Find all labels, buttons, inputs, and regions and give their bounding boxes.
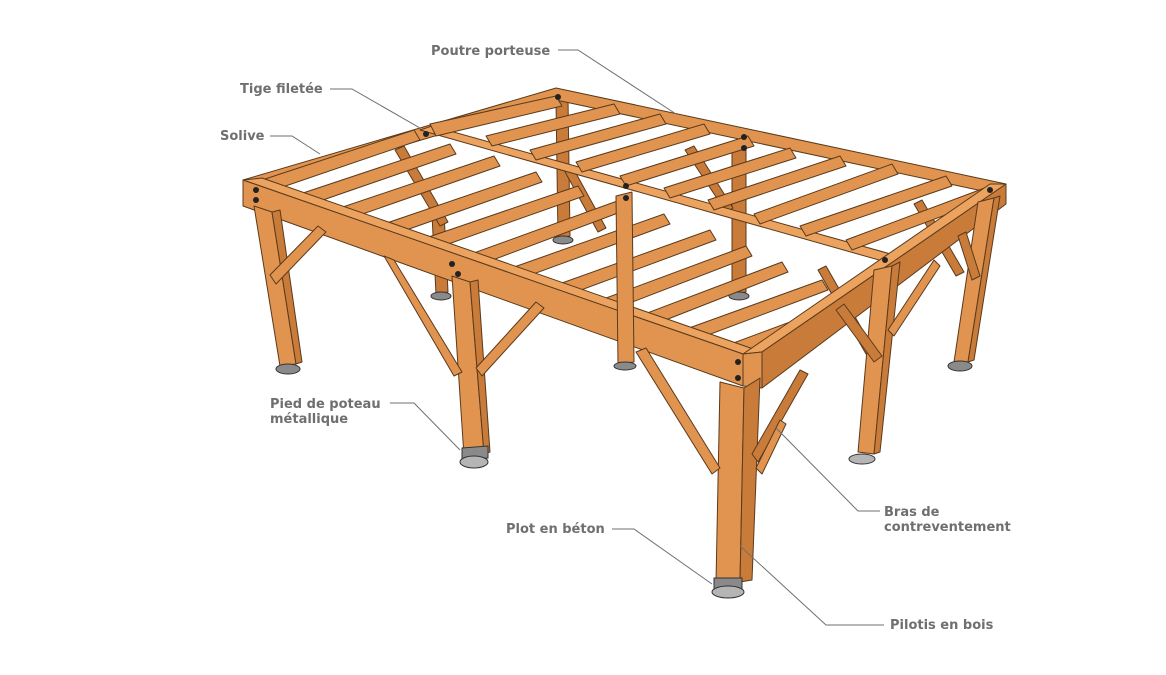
leader-pied-poteau — [390, 402, 461, 451]
brace-right-front-2 — [887, 259, 941, 337]
front-structure — [253, 191, 1001, 599]
bolt — [253, 197, 259, 203]
labels: Poutre porteuse Tige filetée Solive Pied… — [220, 44, 1011, 633]
joist — [529, 113, 667, 161]
brace-mid-left — [383, 255, 463, 377]
brace-corner-left — [635, 347, 721, 475]
bolt — [882, 257, 888, 263]
bolt — [253, 187, 259, 193]
bolt — [623, 183, 629, 189]
label-plot-en-beton: Plot en béton — [506, 522, 605, 537]
post-front-left-side — [271, 209, 303, 365]
bolt — [623, 195, 629, 201]
leader-poutre-porteuse — [558, 49, 677, 115]
concrete-pad-right-front — [848, 453, 876, 465]
leader-lines — [270, 49, 884, 626]
bolt — [987, 187, 993, 193]
label-tige-filetee: Tige filetée — [240, 82, 323, 97]
concrete-pad-far-right — [947, 360, 973, 372]
label-pied-de-poteau-line2: métallique — [270, 412, 348, 427]
bolt — [455, 271, 461, 277]
brace-mid-right — [475, 301, 545, 377]
wooden-pile-side — [739, 377, 761, 583]
label-solive: Solive — [220, 129, 265, 144]
label-bras-line2: contreventement — [884, 520, 1011, 535]
label-bras-line1: Bras de — [884, 505, 940, 520]
joist — [429, 95, 563, 137]
concrete-pad-back-3 — [728, 291, 750, 301]
bolt — [735, 375, 741, 381]
wooden-pile — [715, 381, 745, 583]
brace-corner-right — [751, 369, 809, 463]
bolt — [555, 94, 561, 100]
leader-solive — [270, 135, 321, 155]
bolt — [741, 134, 747, 140]
bolt — [449, 261, 455, 267]
concrete-pad-middle-inner — [613, 361, 637, 371]
label-poutre-porteuse: Poutre porteuse — [431, 44, 550, 59]
concrete-pad-front-corner — [711, 585, 745, 599]
leader-bras — [775, 427, 880, 512]
leader-tige-filetee — [330, 88, 421, 129]
leader-pilotis — [739, 545, 884, 626]
joist — [753, 163, 899, 225]
label-pilotis-en-bois: Pilotis en bois — [890, 618, 994, 633]
bolt — [735, 359, 741, 365]
brace-corner-far — [755, 419, 787, 475]
post-right-front-side — [873, 261, 901, 455]
joist — [485, 103, 621, 147]
joist — [707, 155, 847, 211]
concrete-pad-back-1 — [430, 291, 452, 301]
concrete-pad-back-2 — [552, 235, 574, 245]
post-middle-inner — [615, 191, 635, 365]
joist — [799, 175, 953, 237]
post-far-right-side — [967, 195, 1001, 363]
concrete-pad-front-middle — [459, 455, 489, 469]
brace-left — [269, 225, 327, 285]
joist — [663, 147, 797, 199]
leader-plot-beton — [612, 528, 713, 585]
joist — [619, 135, 755, 187]
brace-far-right — [957, 231, 981, 281]
bolt — [741, 145, 747, 151]
concrete-pad-front-left — [275, 363, 301, 375]
threaded-rod-bolts — [253, 94, 993, 381]
label-pied-de-poteau-line1: Pied de poteau — [270, 397, 381, 412]
brace-right-front — [835, 303, 883, 363]
bolt — [423, 131, 429, 137]
joist — [575, 123, 711, 173]
front-corner-end — [742, 351, 763, 389]
